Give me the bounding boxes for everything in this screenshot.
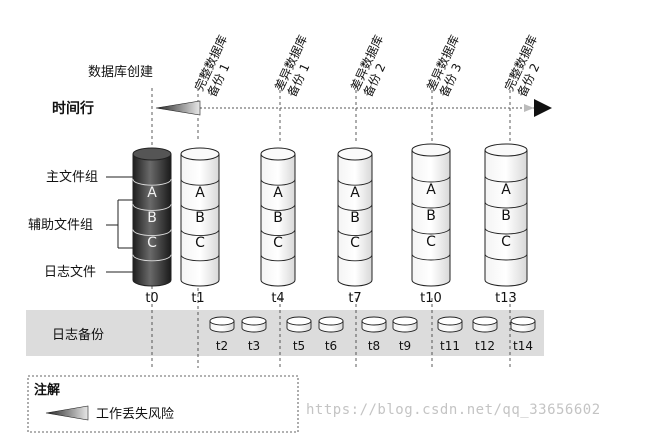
log-backup-disk-t12 bbox=[472, 316, 498, 333]
log-backup-disk-t3 bbox=[241, 316, 267, 333]
database-cylinder-t4: ABC bbox=[260, 147, 296, 287]
risk-wedge-icon bbox=[155, 100, 201, 116]
segment-label: B bbox=[195, 210, 205, 226]
log-time-t6: t6 bbox=[325, 339, 337, 353]
time-label-t1: t1 bbox=[191, 291, 204, 306]
log-time-t9: t9 bbox=[399, 339, 411, 353]
db-time-labels: t0 t1 t4 t7 t10 t13 bbox=[145, 291, 517, 306]
time-label-t10: t10 bbox=[420, 291, 442, 306]
segment-label: C bbox=[195, 235, 205, 251]
segment-label: C bbox=[350, 235, 360, 251]
segment-label: C bbox=[426, 234, 436, 250]
log-time-t5: t5 bbox=[293, 339, 305, 353]
segment-label: C bbox=[501, 234, 511, 250]
log-time-t8: t8 bbox=[368, 339, 380, 353]
log-backup-disk-t9 bbox=[392, 316, 418, 333]
log-file-label: 日志文件 bbox=[44, 265, 96, 280]
log-backup-disk-t5 bbox=[286, 316, 312, 333]
segment-label: A bbox=[147, 185, 157, 201]
time-label-t4: t4 bbox=[271, 291, 284, 306]
log-time-t14: t14 bbox=[513, 339, 533, 353]
log-backup-disk-t11 bbox=[437, 316, 463, 333]
log-backup-disk-t6 bbox=[318, 316, 344, 333]
segment-label: B bbox=[350, 210, 360, 226]
legend-title: 注解 bbox=[34, 382, 60, 398]
legend-item-label: 工作丢失风险 bbox=[96, 407, 174, 422]
log-time-t2: t2 bbox=[216, 339, 228, 353]
log-backup-disk-t2 bbox=[209, 316, 235, 333]
time-label-t0: t0 bbox=[145, 291, 158, 306]
segment-label: B bbox=[426, 208, 436, 224]
log-time-t3: t3 bbox=[248, 339, 260, 353]
log-backup-disk-t8 bbox=[361, 316, 387, 333]
log-backup-disk-t14 bbox=[510, 316, 536, 333]
secondary-filegroup-label: 辅助文件组 bbox=[28, 218, 93, 233]
backup-label-diff-1: 差异数据库 备份 1 bbox=[271, 33, 312, 100]
segment-label: A bbox=[426, 182, 436, 198]
time-label-t7: t7 bbox=[348, 291, 361, 306]
filegroup-brackets bbox=[106, 176, 134, 273]
backup-label-diff-2: 差异数据库 备份 2 bbox=[347, 33, 388, 100]
database-cylinder-t7: ABC bbox=[337, 147, 373, 287]
segment-label: C bbox=[273, 235, 283, 251]
backup-label-diff-3: 差异数据库 备份 3 bbox=[423, 33, 464, 100]
segment-label: B bbox=[147, 210, 157, 226]
log-time-t12: t12 bbox=[475, 339, 495, 353]
database-cylinder-t0: ABC bbox=[132, 147, 172, 287]
segment-label: A bbox=[350, 185, 360, 201]
primary-filegroup-label: 主文件组 bbox=[46, 170, 98, 185]
segment-label: A bbox=[195, 185, 205, 201]
segment-label: B bbox=[273, 210, 283, 226]
legend-risk-wedge-icon bbox=[45, 405, 89, 421]
backup-label-full-2: 完整数据库 备份 2 bbox=[501, 33, 542, 100]
log-backup-band-label: 日志备份 bbox=[52, 327, 104, 343]
backup-label-full-1: 完整数据库 备份 1 bbox=[191, 33, 232, 100]
database-cylinder-t13: ABC bbox=[484, 143, 528, 287]
database-cylinder-t10: ABC bbox=[411, 143, 451, 287]
timeline-arrow-icon bbox=[534, 99, 552, 117]
segment-label: B bbox=[501, 208, 511, 224]
db-create-label: 数据库创建 bbox=[88, 64, 153, 80]
log-backup-disks bbox=[209, 316, 536, 333]
time-label-t13: t13 bbox=[495, 291, 517, 306]
segment-label: A bbox=[273, 185, 283, 201]
timeline-label: 时间行 bbox=[52, 100, 94, 117]
legend-box: 注解 工作丢失风险 bbox=[27, 375, 299, 433]
watermark-text: https://blog.csdn.net/qq_33656602 bbox=[306, 402, 601, 418]
log-backup-time-labels: t2 t3 t5 t6 t8 t9 t11 t12 t14 bbox=[216, 339, 533, 353]
timeline-arrow-shadow bbox=[524, 104, 534, 112]
segment-label: A bbox=[501, 182, 511, 198]
log-time-t11: t11 bbox=[440, 339, 460, 353]
segment-label: C bbox=[147, 235, 157, 251]
database-cylinder-t1: ABC bbox=[180, 147, 220, 287]
